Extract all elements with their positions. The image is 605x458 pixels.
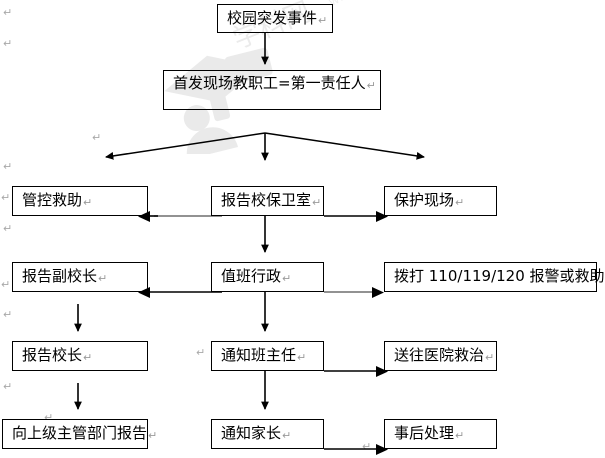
- node-incident[interactable]: 校园突发事件↵: [217, 4, 333, 33]
- node-notify-parents[interactable]: 通知家长↵: [211, 419, 324, 449]
- node-label-control-rescue: 管控救助: [22, 191, 83, 210]
- connector-duty-admin-to-report-vice: [138, 287, 222, 298]
- connector-first-responder-fanout-right: [264, 132, 425, 160]
- paragraph-mark-icon: ↵: [485, 351, 495, 365]
- node-call-emergency[interactable]: 拨打 110/119/120 报警或救助↵: [384, 262, 605, 292]
- node-protect-scene[interactable]: 保护现场↵: [384, 186, 497, 216]
- paragraph-mark-icon: ↵: [366, 79, 376, 92]
- node-label-aftercare: 事后处理: [394, 424, 455, 443]
- node-label-notify-teacher: 通知班主任: [221, 346, 297, 365]
- connector-security-to-protect-scene: [324, 211, 388, 222]
- node-label-report-vice: 报告副校长: [22, 267, 98, 286]
- paragraph-mark-icon: ↵: [92, 131, 102, 144]
- node-label-report-principal: 报告校长: [22, 346, 83, 365]
- node-label-call-emergency: 拨打 110/119/120 报警或救助: [394, 267, 605, 286]
- node-control-rescue[interactable]: 管控救助↵: [12, 186, 148, 216]
- node-label-duty-admin: 值班行政: [221, 267, 282, 286]
- connector-notify-teacher-to-send-hospital: [324, 366, 388, 377]
- paragraph-mark-icon: ↵: [455, 196, 465, 210]
- paragraph-mark-icon: ↵: [3, 37, 13, 50]
- paragraph-mark-icon: ↵: [1, 278, 11, 291]
- paragraph-mark-icon: ↵: [318, 13, 328, 27]
- paragraph-mark-icon: ↵: [148, 429, 158, 443]
- paragraph-mark-icon: ↵: [282, 429, 292, 443]
- node-first-responder[interactable]: 首发现场教职工=第一责任人↵: [163, 70, 381, 110]
- paragraph-mark-icon: ↵: [196, 346, 206, 359]
- node-label-report-superior: 向上级主管部门报告: [12, 424, 148, 443]
- node-report-vice[interactable]: 报告副校长↵: [12, 262, 148, 292]
- connector-duty-admin-to-call-emergency: [324, 287, 384, 298]
- node-report-superior[interactable]: 向上级主管部门报告↵: [2, 419, 157, 449]
- paragraph-mark-icon: ↵: [297, 351, 307, 365]
- node-duty-admin[interactable]: 值班行政↵: [211, 262, 324, 292]
- paragraph-mark-icon: ↵: [3, 380, 13, 393]
- node-label-incident: 校园突发事件: [227, 8, 318, 27]
- paragraph-mark-icon: ↵: [3, 222, 13, 235]
- connector-security-to-control-rescue: [138, 211, 222, 222]
- node-report-principal[interactable]: 报告校长↵: [12, 341, 148, 371]
- paragraph-mark-icon: ↵: [44, 411, 54, 424]
- connector-first-responder-fanout-left: [105, 132, 266, 160]
- node-label-protect-scene: 保护现场: [394, 191, 455, 210]
- paragraph-mark-icon: ↵: [362, 440, 372, 453]
- paragraph-mark-icon: ↵: [3, 308, 13, 321]
- node-send-hospital[interactable]: 送往医院救治↵: [384, 341, 497, 371]
- paragraph-mark-icon: ↵: [312, 196, 322, 210]
- node-label-notify-parents: 通知家长: [221, 424, 282, 443]
- node-aftercare[interactable]: 事后处理↵: [384, 419, 497, 449]
- paragraph-mark-icon: ↵: [98, 272, 108, 286]
- node-notify-teacher[interactable]: 通知班主任↵: [211, 341, 324, 371]
- connector-notify-parents-to-aftercare: [324, 444, 388, 455]
- node-label-first-responder: 首发现场教职工=第一责任人: [173, 74, 366, 92]
- node-label-report-security: 报告校保卫室: [221, 191, 312, 210]
- paragraph-mark-icon: ↵: [3, 6, 13, 19]
- paragraph-mark-icon: ↵: [1, 191, 11, 204]
- paragraph-mark-icon: ↵: [83, 196, 93, 210]
- node-label-send-hospital: 送往医院救治: [394, 346, 485, 365]
- paragraph-mark-icon: ↵: [3, 160, 13, 173]
- paragraph-mark-icon: ↵: [282, 272, 292, 286]
- node-report-security[interactable]: 报告校保卫室↵: [211, 186, 324, 216]
- paragraph-mark-icon: ↵: [455, 429, 465, 443]
- paragraph-mark-icon: ↵: [83, 351, 93, 365]
